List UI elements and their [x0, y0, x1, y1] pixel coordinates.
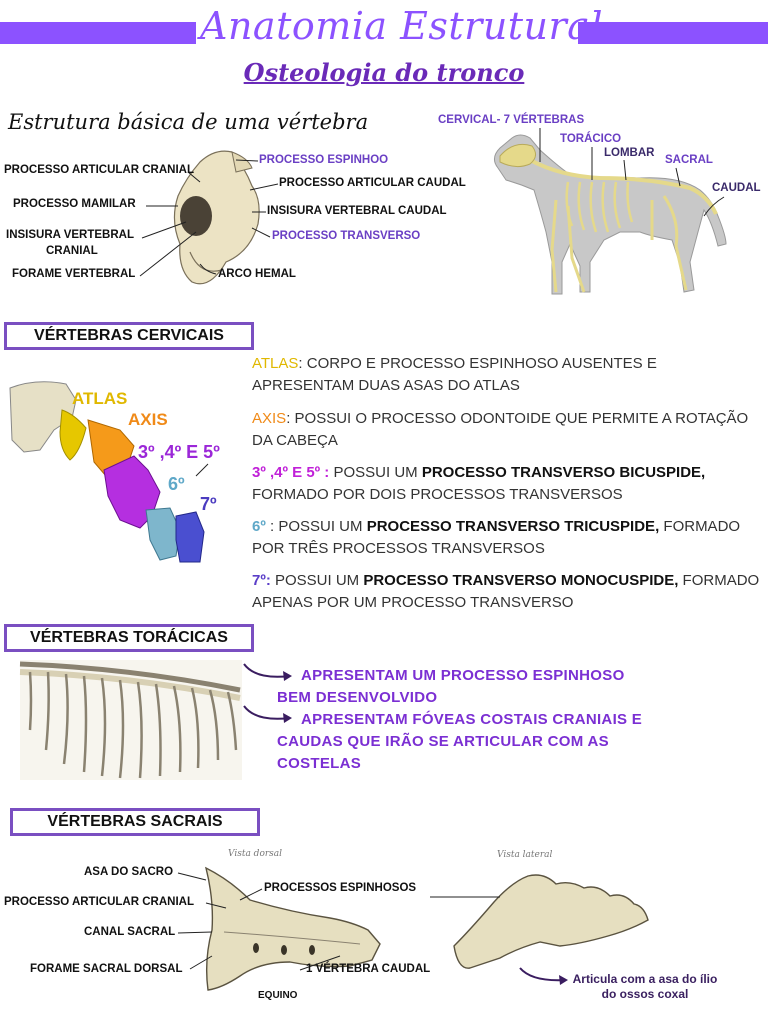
cervical-post-seventh: FORMADO APENAS POR UM PROCESSO TRANSVERS…: [252, 572, 760, 611]
cervical-pre-sixth: : POSSUI UM: [265, 518, 367, 535]
header-bar-left: [0, 22, 196, 44]
cervical-key-third: 3º ,4º E 5º :: [252, 464, 330, 481]
label-processo-articular-caudal: PROCESSO ARTICULAR CAUDAL: [279, 177, 466, 189]
cervical-key-seventh: 7º:: [252, 572, 271, 589]
fig-label-sixth: 6º: [168, 474, 185, 494]
fig-label-atlas: ATLAS: [72, 389, 128, 408]
thoracic-point-1: APRESENTAM UM PROCESSO ESPINHOSO BEM DES…: [277, 667, 625, 706]
cervical-item-third: 3º ,4º E 5º : POSSUI UM PROCESSO TRANSVE…: [252, 462, 762, 506]
label-processos-espinhosos: PROCESSOS ESPINHOSOS: [264, 882, 417, 894]
label-caudal: CAUDAL: [712, 182, 761, 194]
label-sacral: SACRAL: [665, 154, 713, 166]
cervical-key-atlas: ATLAS: [252, 355, 299, 372]
label-lombar: LOMBAR: [604, 147, 655, 159]
label-cervical: CERVICAL- 7 VÉRTEBRAS: [438, 114, 585, 126]
section-sacral-title: VÉRTEBRAS SACRAIS: [10, 808, 260, 836]
fig-label-seventh: 7º: [200, 494, 217, 514]
label-processo-transverso: PROCESSO TRANSVERSO: [272, 230, 421, 242]
page-title: Anatomia Estrutural: [200, 4, 604, 48]
section-thoracic-title: VÉRTEBRAS TORÁCICAS: [4, 624, 254, 652]
cervical-item-sixth: 6º : POSSUI UM PROCESSO TRANSVERSO TRICU…: [252, 516, 762, 560]
label-processo-articular-cranial-sacro: PROCESSO ARTICULAR CRANIAL: [4, 896, 194, 908]
cervical-bold-third: PROCESSO TRANSVERSO BICUSPIDE,: [421, 464, 706, 481]
cervical-item-seventh: 7º: POSSUI UM PROCESSO TRANSVERSO MONOCU…: [252, 570, 762, 614]
cervical-text-axis: : POSSUI O PROCESSO ODONTOIDE QUE PERMIT…: [252, 410, 749, 449]
page-subtitle: Osteologia do tronco: [243, 58, 525, 87]
label-canal-sacral: CANAL SACRAL: [84, 926, 176, 938]
label-1-vertebra-caudal: 1 VÉRTEBRA CAUDAL: [306, 963, 431, 975]
cervical-text-atlas: : CORPO E PROCESSO ESPINHOSO AUSENTES E …: [252, 355, 657, 394]
label-processo-mamilar: PROCESSO MAMILAR: [13, 198, 136, 210]
label-arco-hemal: ARCO HEMAL: [218, 268, 296, 280]
thoracic-point-2: APRESENTAM FÓVEAS COSTAIS CRANIAIS E CAU…: [277, 711, 643, 772]
label-asa-do-sacro: ASA DO SACRO: [84, 866, 174, 878]
cervical-pre-seventh: POSSUI UM: [270, 572, 364, 589]
cervical-post-sixth: FORMADO POR TRÊS PROCESSOS TRANSVERSOS: [252, 518, 741, 557]
cervical-pre-third: POSSUI UM: [329, 464, 422, 481]
section-cervical-title: VÉRTEBRAS CERVICAIS: [4, 322, 254, 350]
label-insisura-vertebral-cranial: CRANIAL: [46, 245, 98, 257]
cervical-post-third: FORMADO POR DOIS PROCESSOS TRANSVERSOS: [252, 486, 623, 503]
view-dorsal-caption: Vista dorsal: [228, 849, 283, 859]
label-processo-espinhoo: PROCESSO ESPINHOO: [259, 154, 389, 166]
cervical-item-atlas: ATLAS: CORPO E PROCESSO ESPINHOSO AUSENT…: [252, 353, 762, 397]
header-bar-right: [578, 22, 768, 44]
cervical-bold-sixth: PROCESSO TRANSVERSO TRICUSPIDE,: [366, 518, 660, 535]
cervical-bold-seventh: PROCESSO TRANSVERSO MONOCUSPIDE,: [363, 572, 679, 589]
label-processo-articular-cranial: PROCESSO ARTICULAR CRANIAL: [4, 164, 194, 176]
sacral-note: Articula com a asa do ílio do ossos coxa…: [572, 972, 718, 1001]
label-forame-vertebral: FORAME VERTEBRAL: [12, 268, 136, 280]
fig-label-third: 3º ,4º E 5º: [138, 442, 220, 462]
label-toracico: TORÁCICO: [560, 133, 622, 145]
vertebra-heading: Estrutura básica de uma vértebra: [8, 110, 369, 134]
species-label: EQUINO: [258, 990, 298, 1001]
cervical-item-axis: AXIS: POSSUI O PROCESSO ODONTOIDE QUE PE…: [252, 408, 762, 452]
view-lateral-caption: Vista lateral: [497, 850, 553, 860]
fig-label-axis: AXIS: [128, 410, 168, 429]
cervical-key-sixth: 6º: [252, 518, 266, 535]
label-insisura-vertebral-caudal: INSISURA VERTEBRAL CAUDAL: [267, 205, 447, 217]
label-forame-sacral-dorsal: FORAME SACRAL DORSAL: [30, 963, 183, 975]
label-insisura-vertebral: INSISURA VERTEBRAL: [6, 229, 134, 241]
cervical-key-axis: AXIS: [252, 410, 287, 427]
